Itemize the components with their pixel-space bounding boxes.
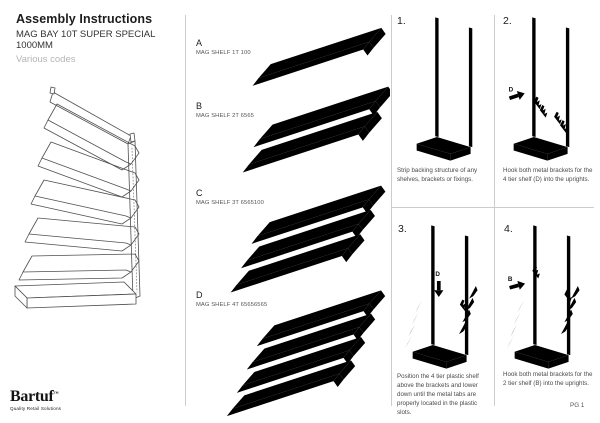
- brand-tagline: Quality Retail Solutions: [10, 406, 62, 411]
- part-label-c: C MAG SHELF 3T 6565100: [196, 188, 264, 206]
- shelf-b-drawing: [242, 86, 390, 173]
- step-4-drawing: B: [507, 225, 580, 369]
- product-name-line2: 1000MM: [16, 40, 53, 52]
- part-letter: B: [196, 101, 203, 111]
- arrow-label: B: [508, 276, 513, 283]
- divider-step-rows: [392, 207, 594, 208]
- step-4-number: 4.: [504, 223, 513, 235]
- bracket-icons: [533, 96, 568, 133]
- shelf-c-drawing: [230, 185, 386, 293]
- page-title: Assembly Instructions: [16, 12, 153, 26]
- part-code: MAG SHELF 2T 6565: [196, 113, 254, 119]
- brand-logo: Bartuf™ Quality Retail Solutions: [10, 388, 62, 412]
- brand-name: Bartuf™: [10, 388, 59, 405]
- step-1-caption: Strip backing structure of any shelves, …: [397, 167, 478, 183]
- mag-bay-drawing: [14, 86, 141, 309]
- divider-middle: [391, 15, 392, 406]
- step-2-number: 2.: [503, 15, 512, 27]
- variant-note: Various codes: [16, 53, 76, 65]
- part-label-d: D MAG SHELF 4T 65656565: [196, 290, 267, 308]
- part-code: MAG SHELF 4T 65656565: [196, 302, 268, 308]
- part-label-a: A MAG SHELF 1T 100: [196, 38, 251, 56]
- bay-base: [14, 281, 137, 309]
- step-1-number: 1.: [397, 15, 406, 27]
- part-letter: D: [196, 290, 203, 300]
- divider-left: [185, 15, 186, 406]
- step-3-number: 3.: [398, 223, 407, 235]
- step-4-caption: Hook both metal brackets for the 2 tier …: [503, 371, 593, 387]
- page-number: PG 1: [570, 402, 585, 409]
- arrow-label: D: [435, 271, 440, 278]
- part-letter: C: [196, 188, 203, 198]
- part-code: MAG SHELF 1T 100: [196, 50, 251, 56]
- bay-shelf-tiers: [18, 103, 140, 281]
- part-label-b: B MAG SHELF 2T 6565: [196, 101, 254, 119]
- shelf-d-drawing: [226, 290, 386, 417]
- product-name-line1: MAG BAY 10T SUPER SPECIAL: [16, 29, 156, 40]
- step-1-drawing: [416, 17, 473, 161]
- trademark-mark: ™: [53, 392, 59, 397]
- part-letter: A: [196, 38, 203, 48]
- arrow-label: D: [509, 87, 514, 94]
- step-2-drawing: D: [508, 17, 570, 161]
- part-code: MAG SHELF 3T 6565100: [196, 200, 264, 206]
- step-2-caption: Hook both metal brackets for the 4 tier …: [503, 167, 593, 183]
- arrow-icon: [434, 280, 444, 297]
- header: Assembly Instructions MAG BAY 10T SUPER …: [16, 12, 155, 65]
- step-3-drawing: D: [405, 225, 478, 369]
- divider-steps: [494, 15, 495, 406]
- step-3-caption: Position the 4 tier plastic shelf above …: [397, 373, 479, 416]
